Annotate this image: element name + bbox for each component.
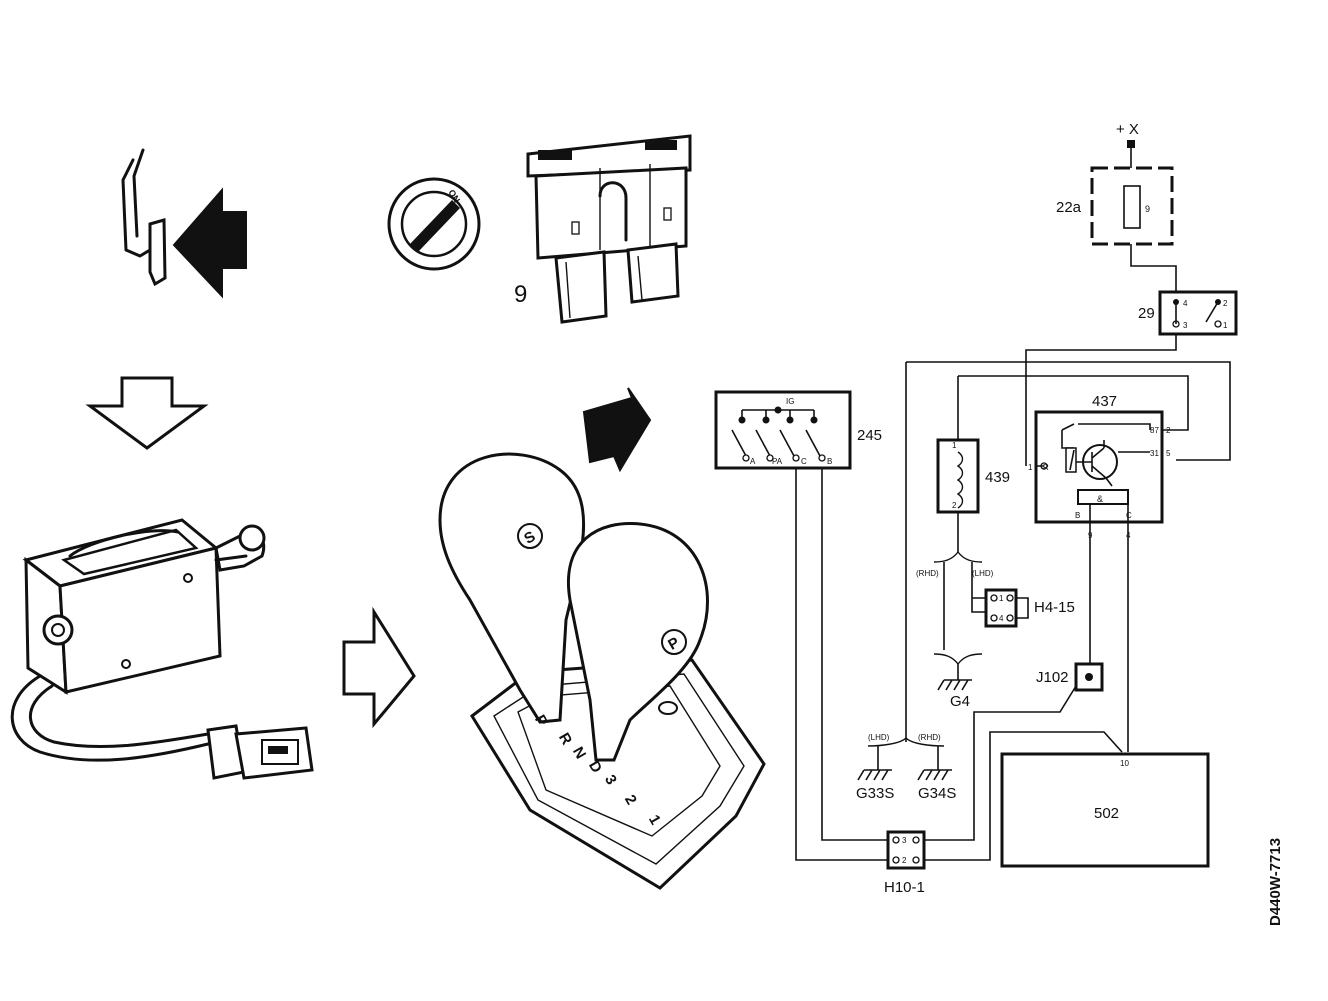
junction-label: J102 — [1036, 669, 1069, 686]
ground-g34-label: G34S — [918, 785, 956, 802]
relay-label: 437 — [1092, 393, 1117, 410]
relay-pin-1: 1 — [1028, 463, 1033, 472]
fuse-callout-label: 9 — [514, 281, 527, 308]
supply-label: + X — [1116, 121, 1139, 138]
shift-lock-solenoid-439 — [936, 438, 980, 514]
relay-pin-b: B — [1075, 511, 1080, 520]
brake-pedal-illustration — [121, 148, 167, 287]
solenoid-label: 439 — [985, 469, 1010, 486]
relay-pin-31: 31 — [1150, 449, 1159, 458]
ground-lhd-label: (LHD) — [868, 733, 890, 742]
solenoid-pin-2: 2 — [952, 501, 957, 510]
gear-selector-illustration: S P P R N D 3 2 1 — [438, 452, 766, 890]
sw29-pin-1: 1 — [1223, 321, 1228, 330]
connector-h10-label: H10-1 — [884, 879, 925, 896]
relay-pin-c: C — [1126, 511, 1132, 520]
press-arrow-icon — [172, 187, 247, 299]
relay-wire-9: 9 — [1088, 531, 1093, 540]
relay-pin-87: 87 — [1150, 426, 1159, 435]
drawing-code: D440W-7713 — [1267, 838, 1284, 926]
ign-pin-a: A — [750, 457, 756, 466]
down-arrow-icon — [85, 376, 209, 450]
h4-pin-1: 1 — [999, 594, 1004, 603]
relay-pin-5: 5 — [1166, 449, 1171, 458]
and-gate-label: & — [1097, 494, 1103, 504]
ignition-key-icon: ON — [387, 177, 481, 271]
ign-pin-b: B — [827, 457, 832, 466]
ground-rhd-label: (RHD) — [918, 733, 941, 742]
ig-label: IG — [786, 397, 794, 406]
relay-pin-r: R — [1043, 463, 1049, 472]
sw29-pin-2: 2 — [1223, 299, 1228, 308]
ground-g33-label: G33S — [856, 785, 894, 802]
sw29-pin-3: 3 — [1183, 321, 1188, 330]
relay-pin-2: 2 — [1166, 426, 1171, 435]
ign-pin-c: C — [801, 457, 807, 466]
solenoid-pin-1: 1 — [952, 441, 957, 450]
ecu-pin-10: 10 — [1120, 759, 1129, 768]
brake-switch-29 — [1158, 290, 1238, 336]
sw29-pin-4: 4 — [1183, 299, 1188, 308]
h4-pin-4: 4 — [999, 614, 1004, 623]
shift-lock-solenoid-illustration — [10, 518, 314, 780]
selector-arrow-icon — [582, 387, 652, 473]
h10-pin-2: 2 — [902, 856, 907, 865]
ground-g4-label: G4 — [950, 693, 970, 710]
ignition-switch-245 — [714, 390, 852, 470]
connector-h4-label: H4-15 — [1034, 599, 1075, 616]
h10-pin-3: 3 — [902, 836, 907, 845]
solenoid-rhd-label: (RHD) — [916, 569, 939, 578]
ecu-label: 502 — [1094, 805, 1119, 822]
solenoid-lhd-label: (LHD) — [972, 569, 994, 578]
relay-wire-4: 4 — [1126, 531, 1131, 540]
right-arrow-icon — [342, 606, 416, 729]
switch-29-label: 29 — [1138, 305, 1155, 322]
blade-fuse-illustration — [526, 134, 692, 324]
ign-pin-pa: PA — [772, 457, 783, 466]
wiring: + X 22a 9 4 2 3 1 29 IG A PA C B 245 — [714, 121, 1238, 896]
ignition-switch-label: 245 — [857, 427, 882, 444]
fuse-9-label: 9 — [1145, 204, 1150, 214]
control-module-502 — [1000, 752, 1210, 868]
fuse-box-22a-label: 22a — [1056, 199, 1082, 216]
